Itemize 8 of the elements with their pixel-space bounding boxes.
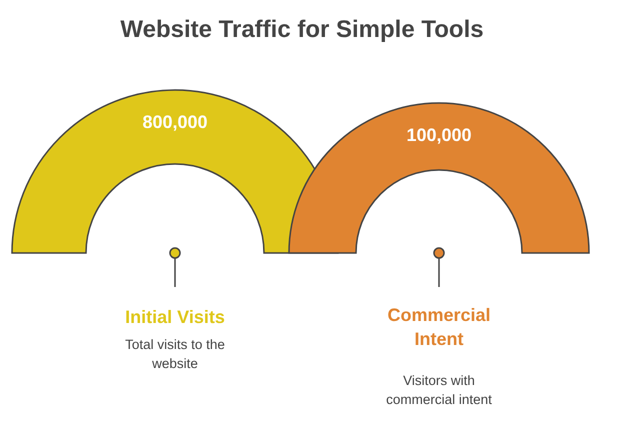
value-label: 800,000 [141, 112, 209, 133]
title: Website Traffic for Simple Tools [119, 16, 485, 44]
item-heading: Commercial Intent [386, 304, 492, 351]
item-heading: Initial Visits [124, 306, 226, 329]
item-description: Total visits to the website [124, 336, 226, 373]
item-description: Visitors with commercial intent [385, 372, 493, 409]
gauge-arch [289, 103, 589, 253]
value-label: 100,000 [405, 125, 473, 146]
